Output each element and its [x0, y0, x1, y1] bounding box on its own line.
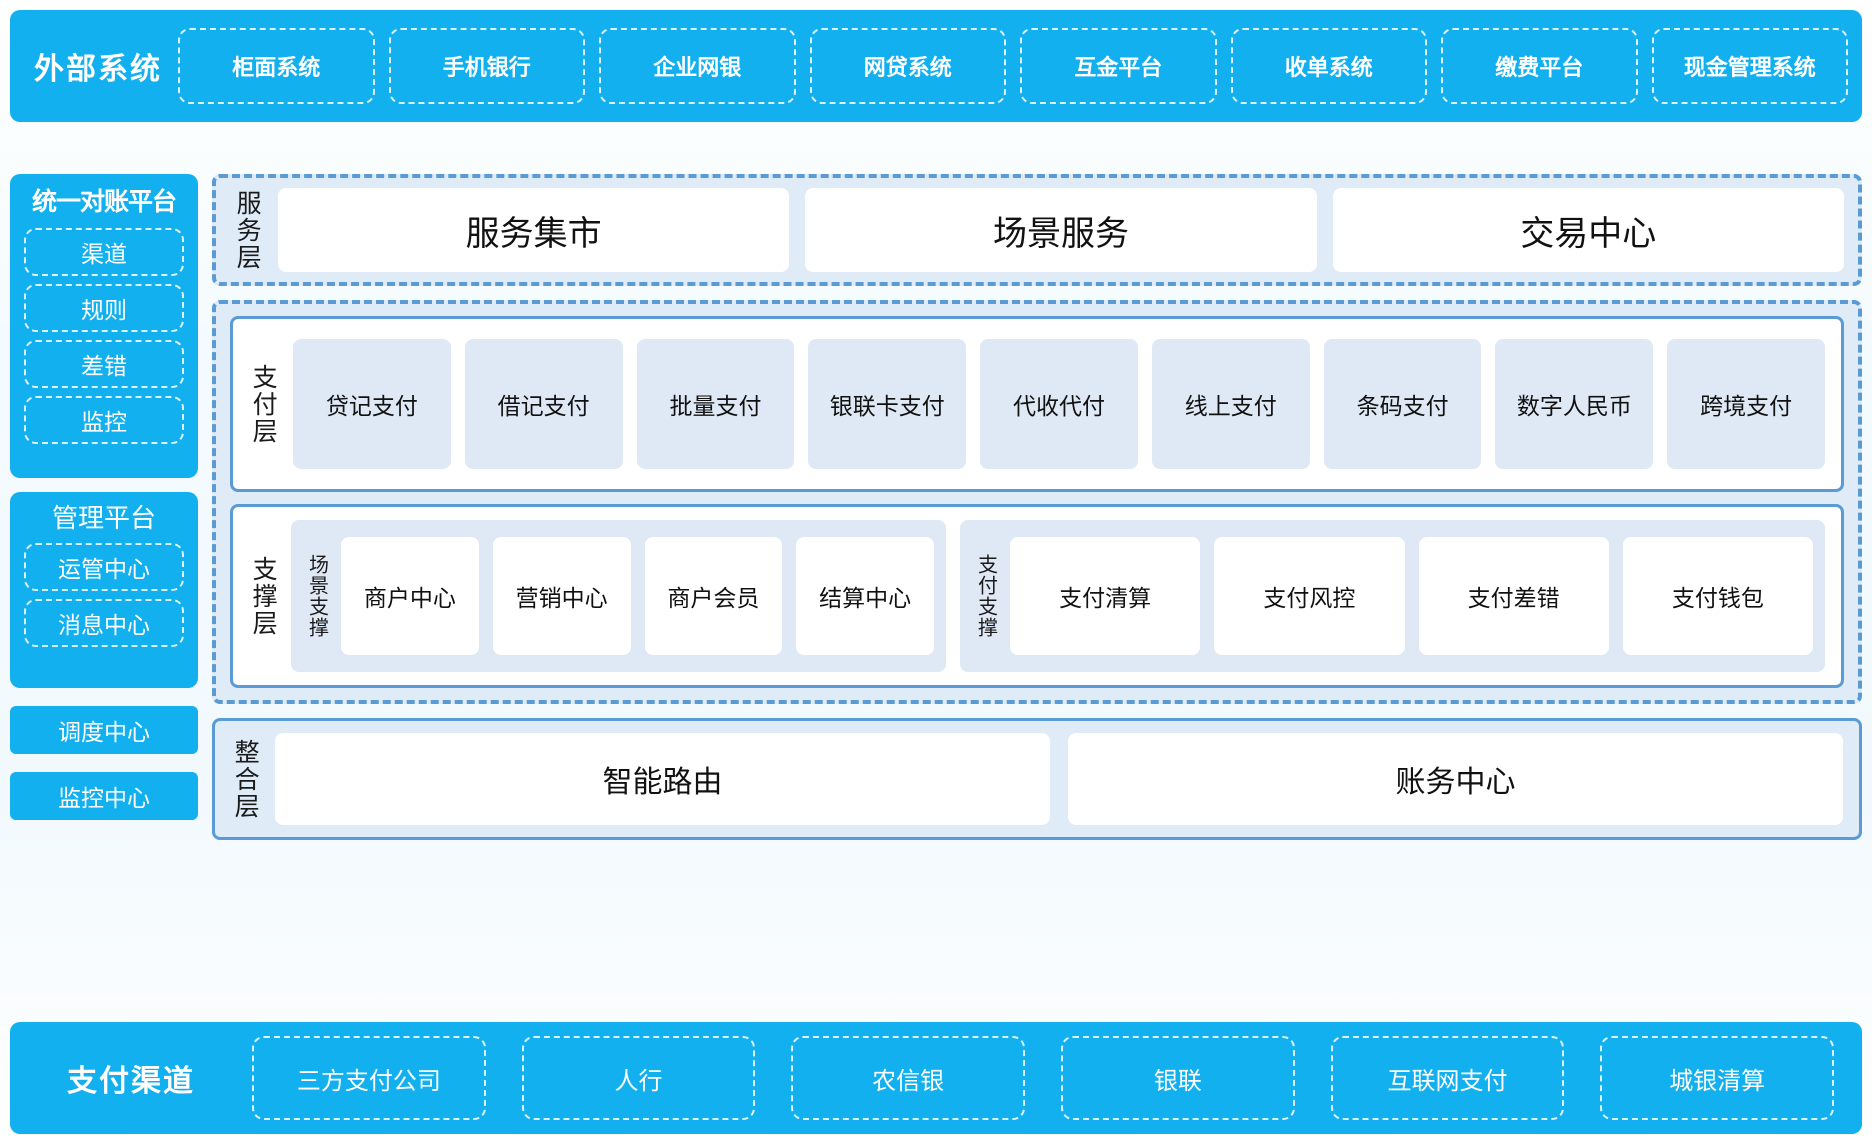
- support-layer-groups: 场景支撑 商户中心 营销中心 商户会员 结算中心 支付支撑 支付清算 支付风控 …: [291, 520, 1825, 673]
- external-system-item[interactable]: 缴费平台: [1441, 28, 1638, 104]
- external-system-item[interactable]: 互金平台: [1020, 28, 1217, 104]
- external-system-item[interactable]: 现金管理系统: [1651, 28, 1848, 104]
- scene-card-settlement-center[interactable]: 结算中心: [796, 537, 934, 656]
- payment-channel-item[interactable]: 互联网支付: [1330, 1036, 1565, 1120]
- service-card-market[interactable]: 服务集市: [278, 188, 790, 272]
- payment-channel-item[interactable]: 农信银: [791, 1036, 1026, 1120]
- payment-item-batch[interactable]: 批量支付: [636, 339, 795, 470]
- scene-support-cards: 商户中心 营销中心 商户会员 结算中心: [341, 537, 934, 656]
- scene-card-merchant-center[interactable]: 商户中心: [341, 537, 479, 656]
- recon-item-rule[interactable]: 规则: [24, 284, 184, 332]
- payment-channel-item[interactable]: 银联: [1061, 1036, 1295, 1120]
- scene-card-marketing-center[interactable]: 营销中心: [492, 537, 631, 656]
- recon-item-error[interactable]: 差错: [24, 340, 184, 388]
- payment-channel-item[interactable]: 人行: [521, 1036, 756, 1120]
- payment-item-unionpay-card[interactable]: 银联卡支付: [808, 339, 967, 470]
- payment-and-support-group: 支付层 贷记支付 借记支付 批量支付 银联卡支付 代收代付 线上支付 条码支付 …: [212, 300, 1862, 704]
- payment-channel-item[interactable]: 三方支付公司: [252, 1036, 486, 1120]
- external-system-item[interactable]: 手机银行: [388, 28, 585, 104]
- scene-support-group: 场景支撑 商户中心 营销中心 商户会员 结算中心: [291, 520, 946, 673]
- external-systems-title: 外部系统: [34, 53, 162, 86]
- management-platform-title: 管理平台: [51, 503, 156, 533]
- payment-item-online[interactable]: 线上支付: [1151, 339, 1310, 470]
- service-card-transaction[interactable]: 交易中心: [1332, 188, 1844, 272]
- paysup-card-clearing[interactable]: 支付清算: [1010, 537, 1201, 656]
- manage-item-operations-center[interactable]: 运管中心: [24, 543, 184, 591]
- integration-card-smart-routing[interactable]: 智能路由: [275, 733, 1050, 825]
- dispatch-center-button[interactable]: 调度中心: [10, 706, 198, 754]
- management-platform-panel: 管理平台 运管中心 消息中心: [10, 492, 198, 688]
- support-layer-box: 支撑层 场景支撑 商户中心 营销中心 商户会员 结算中心 支付支撑 支付清算: [230, 504, 1844, 688]
- recon-item-monitor[interactable]: 监控: [24, 396, 184, 444]
- payment-item-digital-rmb[interactable]: 数字人民币: [1495, 339, 1654, 470]
- payment-item-barcode[interactable]: 条码支付: [1323, 339, 1482, 470]
- external-system-item[interactable]: 收单系统: [1230, 28, 1427, 104]
- payment-support-cards: 支付清算 支付风控 支付差错 支付钱包: [1010, 537, 1813, 656]
- integration-layer-label: 整合层: [231, 738, 260, 820]
- monitor-center-button[interactable]: 监控中心: [10, 772, 198, 820]
- payment-layer-label: 支付层: [249, 363, 278, 445]
- payment-item-collection-payment[interactable]: 代收代付: [980, 339, 1138, 470]
- reconciliation-platform-panel: 统一对账平台 渠道 规则 差错 监控: [10, 174, 198, 478]
- manage-item-message-center[interactable]: 消息中心: [24, 599, 184, 647]
- payment-support-label: 支付支撑: [974, 554, 997, 639]
- external-system-item[interactable]: 柜面系统: [178, 28, 375, 104]
- scene-support-label: 场景支撑: [305, 554, 328, 639]
- reconciliation-platform-title: 统一对账平台: [31, 188, 177, 216]
- paysup-card-wallet[interactable]: 支付钱包: [1622, 537, 1813, 656]
- payment-support-group: 支付支撑 支付清算 支付风控 支付差错 支付钱包: [960, 520, 1825, 673]
- integration-layer-cards: 智能路由 账务中心: [275, 733, 1843, 825]
- scene-card-merchant-member[interactable]: 商户会员: [644, 537, 783, 656]
- payment-channels-list: 三方支付公司 人行 农信银 银联 互联网支付 城银清算: [252, 1036, 1848, 1120]
- external-systems-bar: 外部系统 柜面系统 手机银行 企业网银 网贷系统 互金平台 收单系统 缴费平台 …: [10, 10, 1862, 122]
- integration-layer-box: 整合层 智能路由 账务中心: [212, 718, 1862, 840]
- recon-item-channel[interactable]: 渠道: [24, 228, 184, 276]
- payment-channels-title: 支付渠道: [67, 1065, 195, 1098]
- paysup-card-error-handling[interactable]: 支付差错: [1418, 537, 1609, 656]
- payment-layer-box: 支付层 贷记支付 借记支付 批量支付 银联卡支付 代收代付 线上支付 条码支付 …: [230, 316, 1844, 493]
- service-layer-group: 服务层 服务集市 场景服务 交易中心: [212, 174, 1862, 286]
- integration-card-accounting-center[interactable]: 账务中心: [1068, 733, 1843, 825]
- payment-item-debit[interactable]: 借记支付: [464, 339, 623, 470]
- payment-channels-bar: 支付渠道 三方支付公司 人行 农信银 银联 互联网支付 城银清算: [10, 1022, 1862, 1134]
- external-systems-list: 柜面系统 手机银行 企业网银 网贷系统 互金平台 收单系统 缴费平台 现金管理系…: [178, 28, 1848, 104]
- support-layer-label: 支撑层: [249, 555, 278, 637]
- service-layer-cards: 服务集市 场景服务 交易中心: [278, 188, 1844, 272]
- payment-channel-item[interactable]: 城银清算: [1600, 1036, 1835, 1120]
- payment-item-credit[interactable]: 贷记支付: [293, 339, 451, 470]
- external-system-item[interactable]: 网贷系统: [809, 28, 1006, 104]
- payment-item-cross-border[interactable]: 跨境支付: [1667, 339, 1826, 470]
- service-layer-label: 服务层: [233, 189, 262, 271]
- service-card-scene[interactable]: 场景服务: [805, 188, 1317, 272]
- paysup-card-risk-control[interactable]: 支付风控: [1214, 537, 1405, 656]
- external-system-item[interactable]: 企业网银: [599, 28, 796, 104]
- payment-layer-items: 贷记支付 借记支付 批量支付 银联卡支付 代收代付 线上支付 条码支付 数字人民…: [293, 339, 1826, 470]
